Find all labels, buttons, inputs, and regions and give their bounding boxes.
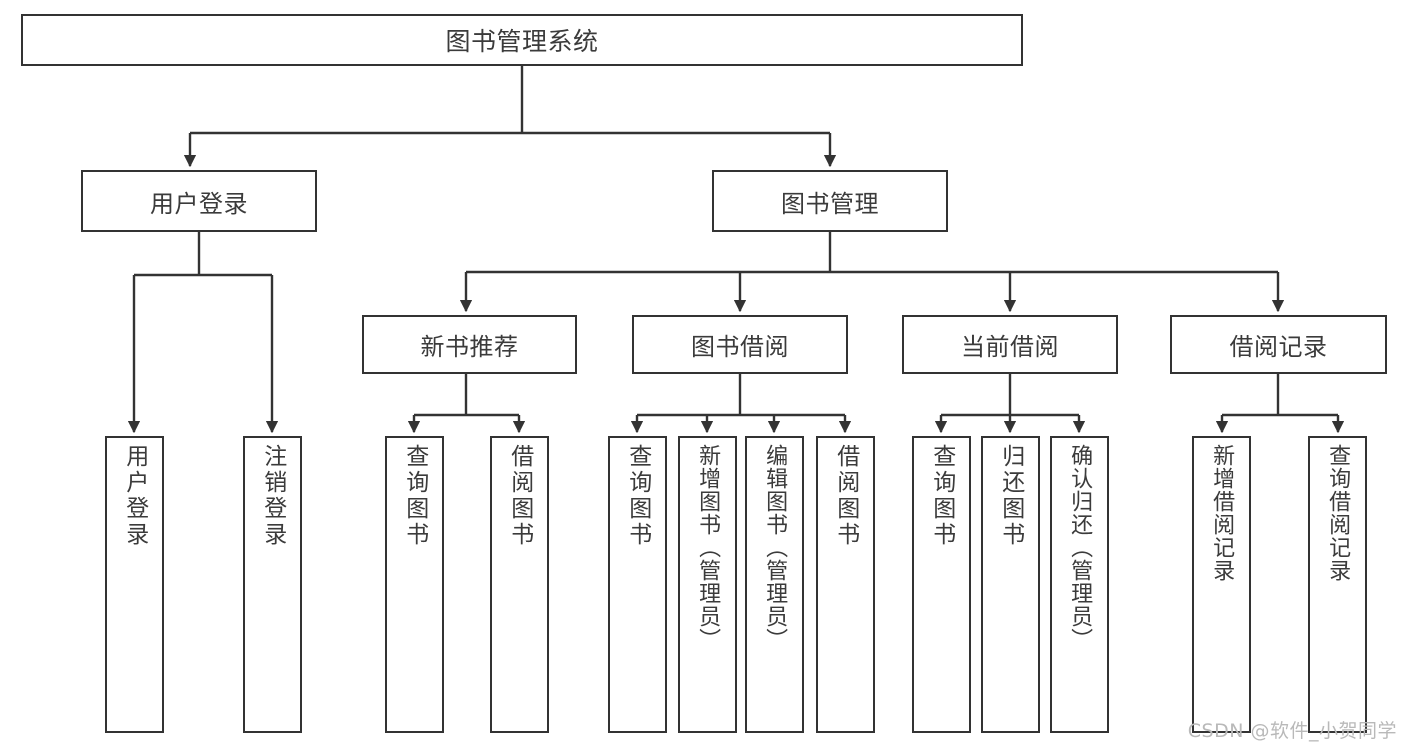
- node-new-book-recommend[interactable]: 新书推荐: [362, 315, 577, 374]
- leaf-book-borrow-add-book-admin[interactable]: 新增图书（管理员）: [678, 436, 737, 733]
- node-label: 查询图书: [624, 444, 651, 548]
- node-label: 借阅记录: [1229, 333, 1328, 361]
- leaf-user-login-logout[interactable]: 注销登录: [243, 436, 302, 733]
- node-label: 图书管理系统: [445, 27, 599, 56]
- node-label: 编辑图书（管理员）: [762, 444, 788, 651]
- leaf-book-borrow-edit-book-admin[interactable]: 编辑图书（管理员）: [745, 436, 804, 733]
- node-borrow-record[interactable]: 借阅记录: [1170, 315, 1387, 374]
- node-label: 查询图书: [928, 444, 955, 548]
- leaf-user-login-login[interactable]: 用户登录: [105, 436, 164, 733]
- node-book-management[interactable]: 图书管理: [712, 170, 948, 232]
- node-label: 归还图书: [997, 444, 1024, 548]
- node-label: 借阅图书: [506, 444, 533, 548]
- leaf-book-borrow-query-book[interactable]: 查询图书: [608, 436, 667, 733]
- node-label: 用户登录: [121, 444, 148, 548]
- leaf-new-book-query-book[interactable]: 查询图书: [385, 436, 444, 733]
- node-book-borrow[interactable]: 图书借阅: [632, 315, 848, 374]
- leaf-current-borrow-confirm-return-admin[interactable]: 确认归还（管理员）: [1050, 436, 1109, 733]
- node-label: 确认归还（管理员）: [1067, 444, 1093, 651]
- node-label: 新增借阅记录: [1209, 444, 1235, 582]
- node-book-management-system[interactable]: 图书管理系统: [21, 14, 1023, 66]
- leaf-book-borrow-borrow-book[interactable]: 借阅图书: [816, 436, 875, 733]
- node-label: 新增图书（管理员）: [695, 444, 721, 651]
- leaf-new-book-borrow-book[interactable]: 借阅图书: [490, 436, 549, 733]
- node-label: 查询图书: [401, 444, 428, 548]
- node-label: 借阅图书: [832, 444, 859, 548]
- node-current-borrow[interactable]: 当前借阅: [902, 315, 1118, 374]
- node-user-login[interactable]: 用户登录: [81, 170, 317, 232]
- node-label: 注销登录: [259, 444, 286, 548]
- node-label: 新书推荐: [420, 333, 519, 361]
- leaf-current-borrow-query-book[interactable]: 查询图书: [912, 436, 971, 733]
- node-label: 当前借阅: [961, 333, 1059, 361]
- node-label: 图书管理: [781, 189, 879, 218]
- leaf-borrow-record-add-record[interactable]: 新增借阅记录: [1192, 436, 1251, 733]
- node-label: 用户登录: [150, 189, 248, 218]
- csdn-watermark: CSDN @软件_小贺同学: [1187, 720, 1397, 742]
- leaf-borrow-record-query-record[interactable]: 查询借阅记录: [1308, 436, 1367, 733]
- node-label: 查询借阅记录: [1325, 444, 1351, 582]
- node-label: 图书借阅: [691, 333, 789, 361]
- leaf-current-borrow-return-book[interactable]: 归还图书: [981, 436, 1040, 733]
